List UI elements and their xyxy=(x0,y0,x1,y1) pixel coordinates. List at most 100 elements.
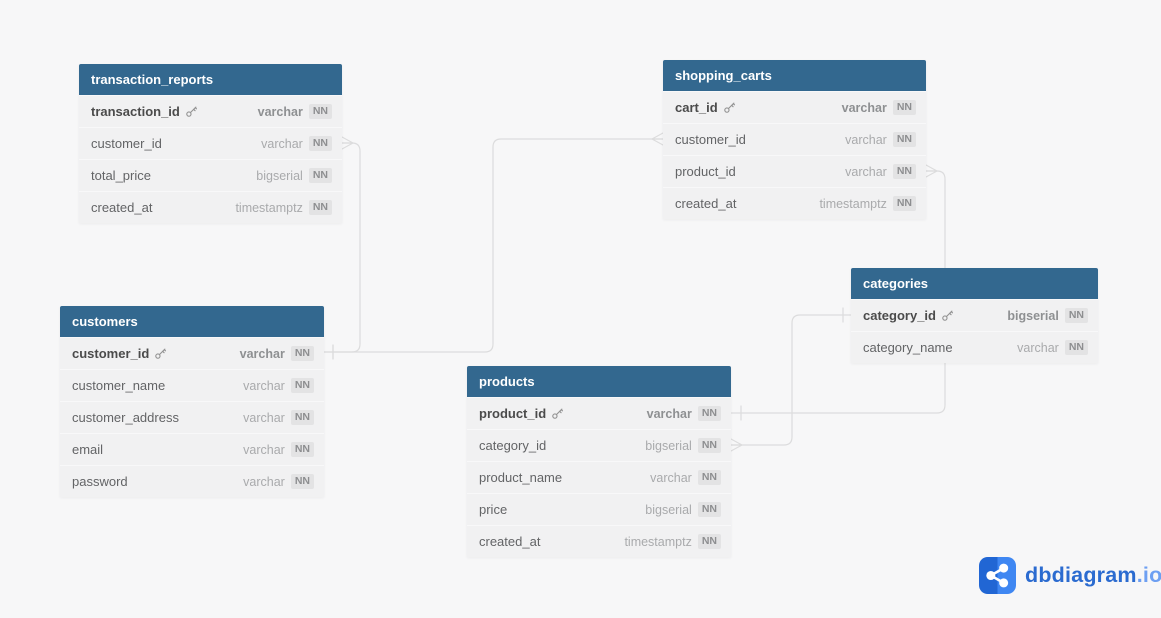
field-type: varchar xyxy=(845,164,887,179)
table-header-products[interactable]: products xyxy=(467,366,731,397)
field-row-customers-customer_id[interactable]: customer_id varchar NN xyxy=(60,337,324,369)
table-header-customers[interactable]: customers xyxy=(60,306,324,337)
field-name: product_id xyxy=(675,164,736,179)
not-null-badge: NN xyxy=(697,438,721,453)
relationship-line-3[interactable] xyxy=(730,314,852,446)
table-header-shopping_carts[interactable]: shopping_carts xyxy=(663,60,926,91)
field-name: created_at xyxy=(91,200,153,215)
field-row-products-created_at[interactable]: created_at timestamptz NN xyxy=(467,525,731,557)
field-name: customer_id xyxy=(72,346,150,361)
relationship-line-1[interactable] xyxy=(323,138,664,353)
field-name: customer_name xyxy=(72,378,166,393)
field-row-transaction_reports-customer_id[interactable]: customer_id varchar NN xyxy=(79,127,342,159)
not-null-badge: NN xyxy=(1064,340,1088,355)
logo-text-suffix: .io xyxy=(1136,563,1161,587)
primary-key-icon xyxy=(941,309,954,322)
field-type: varchar xyxy=(646,406,692,421)
field-row-transaction_reports-total_price[interactable]: total_price bigserial NN xyxy=(79,159,342,191)
table-header-categories[interactable]: categories xyxy=(851,268,1098,299)
field-type: timestamptz xyxy=(624,534,692,549)
primary-key-icon xyxy=(185,105,198,118)
field-name: total_price xyxy=(91,168,151,183)
not-null-badge: NN xyxy=(308,200,332,215)
primary-key-icon xyxy=(723,101,736,114)
field-type: varchar xyxy=(243,474,285,489)
field-name: customer_id xyxy=(675,132,746,147)
field-row-customers-password[interactable]: password varchar NN xyxy=(60,465,324,497)
field-row-products-category_id[interactable]: category_id bigserial NN xyxy=(467,429,731,461)
field-name: transaction_id xyxy=(91,104,180,119)
dbdiagram-logo-text: dbdiagram.io xyxy=(1025,563,1161,588)
field-row-transaction_reports-transaction_id[interactable]: transaction_id varchar NN xyxy=(79,95,342,127)
field-row-transaction_reports-created_at[interactable]: created_at timestamptz NN xyxy=(79,191,342,223)
field-row-categories-category_name[interactable]: category_name varchar NN xyxy=(851,331,1098,363)
dbdiagram-logo-icon xyxy=(979,557,1016,594)
field-type: bigserial xyxy=(256,168,303,183)
field-row-customers-customer_address[interactable]: customer_address varchar NN xyxy=(60,401,324,433)
field-name: cart_id xyxy=(675,100,718,115)
many-cardinality-marker-1 xyxy=(651,132,664,146)
field-name: email xyxy=(72,442,104,457)
many-cardinality-marker-3 xyxy=(730,438,743,452)
not-null-badge: NN xyxy=(290,474,314,489)
field-type: varchar xyxy=(243,410,285,425)
not-null-badge: NN xyxy=(697,470,721,485)
field-name: customer_address xyxy=(72,410,179,425)
field-name: category_id xyxy=(479,438,547,453)
primary-key-icon xyxy=(154,347,167,360)
not-null-badge: NN xyxy=(697,502,721,517)
not-null-badge: NN xyxy=(308,136,332,151)
field-type: varchar xyxy=(1017,340,1059,355)
not-null-badge: NN xyxy=(308,168,332,183)
field-name: product_name xyxy=(479,470,563,485)
field-type: varchar xyxy=(845,132,887,147)
field-type: timestamptz xyxy=(235,200,303,215)
field-name: customer_id xyxy=(91,136,162,151)
field-row-shopping_carts-product_id[interactable]: product_id varchar NN xyxy=(663,155,926,187)
not-null-badge: NN xyxy=(892,164,916,179)
field-type: varchar xyxy=(841,100,887,115)
many-cardinality-marker-0 xyxy=(341,136,354,150)
primary-key-icon xyxy=(551,407,564,420)
table-header-transaction_reports[interactable]: transaction_reports xyxy=(79,64,342,95)
many-cardinality-marker-2 xyxy=(925,164,938,178)
field-type: bigserial xyxy=(645,438,692,453)
dbdiagram-logo[interactable]: dbdiagram.io xyxy=(979,557,1161,594)
not-null-badge: NN xyxy=(308,104,332,119)
not-null-badge: NN xyxy=(697,534,721,549)
field-type: timestamptz xyxy=(819,196,887,211)
field-name: created_at xyxy=(479,534,541,549)
field-row-products-price[interactable]: price bigserial NN xyxy=(467,493,731,525)
field-name: price xyxy=(479,502,508,517)
not-null-badge: NN xyxy=(1064,308,1088,323)
field-type: varchar xyxy=(257,104,303,119)
field-type: varchar xyxy=(261,136,303,151)
field-row-categories-category_id[interactable]: category_id bigserial NN xyxy=(851,299,1098,331)
field-type: varchar xyxy=(239,346,285,361)
not-null-badge: NN xyxy=(290,410,314,425)
not-null-badge: NN xyxy=(697,406,721,421)
field-name: password xyxy=(72,474,128,489)
field-type: bigserial xyxy=(1007,308,1059,323)
logo-text-main: dbdiagram xyxy=(1025,563,1137,587)
field-name: category_name xyxy=(863,340,953,355)
not-null-badge: NN xyxy=(290,346,314,361)
field-name: category_id xyxy=(863,308,936,323)
not-null-badge: NN xyxy=(290,442,314,457)
field-type: varchar xyxy=(243,378,285,393)
not-null-badge: NN xyxy=(892,196,916,211)
field-type: bigserial xyxy=(645,502,692,517)
